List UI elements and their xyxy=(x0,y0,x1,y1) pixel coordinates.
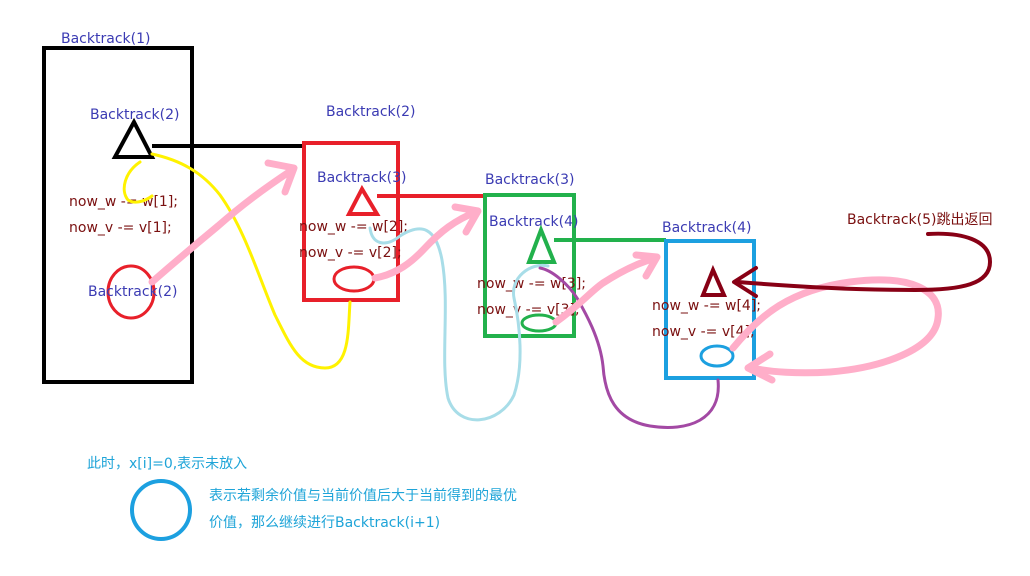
box4-triangle-icon xyxy=(700,264,728,297)
box3-triangle-icon xyxy=(526,224,557,264)
box3-code-v: now_v -= v[3]; xyxy=(477,302,580,318)
box2-code-v: now_v -= v[2]; xyxy=(299,245,402,261)
box4-circle-icon xyxy=(699,344,735,368)
box4-code-w: now_w -= w[4]; xyxy=(652,298,761,314)
box2-circle-icon xyxy=(332,265,376,293)
pink-arrow-3-to-4-head xyxy=(632,251,661,280)
backtrack-5-annotation: Backtrack(5)跳出返回 xyxy=(847,212,992,228)
box3-code-w: now_w -= w[3]; xyxy=(477,276,586,292)
box1-triangle-icon xyxy=(111,117,156,159)
pink-arrow-2-to-3-head xyxy=(451,203,482,236)
box1-title: Backtrack(1) xyxy=(61,31,150,47)
box1-code-w: now_w -= w[1]; xyxy=(69,194,178,210)
box-backtrack-3 xyxy=(483,193,576,338)
lightblue-return-path xyxy=(368,226,550,422)
purple-return-path xyxy=(538,266,720,429)
legend-triangle-text: 此时，x[i]=0,表示未放入 xyxy=(87,456,247,472)
pink-call-arrows xyxy=(148,159,942,384)
box-backtrack-2 xyxy=(302,141,400,302)
box3-inner-call-label: Backtrack(4) xyxy=(489,214,578,230)
box1-inner-call-label: Backtrack(2) xyxy=(90,107,179,123)
dark-red-arrow-head xyxy=(732,266,758,298)
box2-inner-call-label: Backtrack(3) xyxy=(317,170,406,186)
legend-circle-icon xyxy=(130,479,192,541)
box1-bottom-call-label: Backtrack(2) xyxy=(88,284,177,300)
box1-circle-icon xyxy=(106,264,156,320)
box-backtrack-4 xyxy=(664,239,756,380)
pink-arrow-3-to-4 xyxy=(552,254,660,326)
box2-triangle-icon xyxy=(345,184,381,216)
box1-code-v: now_v -= v[1]; xyxy=(69,220,172,236)
box2-title: Backtrack(2) xyxy=(326,104,415,120)
box4-title: Backtrack(4) xyxy=(662,220,751,236)
pink-arrow-4-return-head xyxy=(744,350,776,384)
box3-title: Backtrack(3) xyxy=(485,172,574,188)
pink-arrow-4-return xyxy=(729,276,942,377)
yellow-return-path xyxy=(122,152,352,370)
box2-code-w: now_w -= w[2]; xyxy=(299,219,408,235)
dark-red-arrow-curve xyxy=(736,231,992,292)
box-backtrack-1 xyxy=(42,46,194,384)
legend-circle-text-line2: 价值，那么继续进行Backtrack(i+1) xyxy=(209,514,440,531)
pink-arrow-1-to-2 xyxy=(148,166,296,286)
pink-arrow-1-to-2-head xyxy=(264,159,298,196)
backtrack-5-return-arrow xyxy=(732,231,992,298)
pink-arrow-2-to-3 xyxy=(371,208,480,282)
box4-code-v: now_v -= v[4]; xyxy=(652,324,755,340)
legend-circle-text-line1: 表示若剩余价值与当前价值后大于当前得到的最优 xyxy=(209,487,517,504)
